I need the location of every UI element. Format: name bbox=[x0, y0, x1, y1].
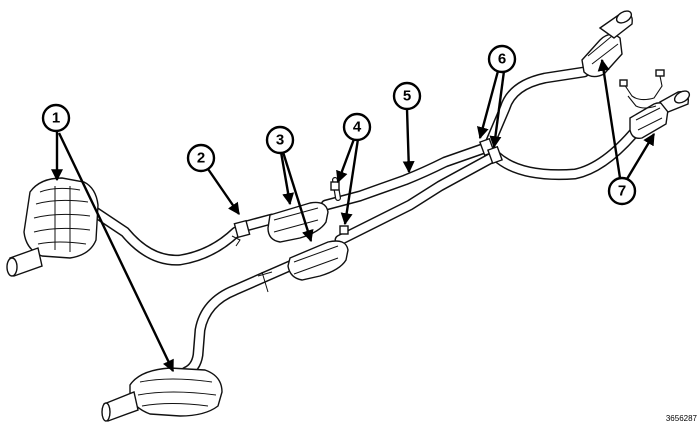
catalytic-converter-upper bbox=[581, 10, 633, 78]
callout-2: 2 bbox=[186, 143, 216, 173]
callout-6-label: 6 bbox=[498, 51, 506, 68]
resonator-lower bbox=[287, 240, 349, 281]
oxygen-sensor-wires bbox=[619, 69, 665, 109]
hangers bbox=[257, 181, 349, 293]
muffler-upper bbox=[6, 177, 99, 277]
leader-arrows bbox=[51, 58, 656, 373]
callout-4-label: 4 bbox=[353, 119, 362, 136]
callout-7-label: 7 bbox=[618, 183, 626, 200]
callout-7: 7 bbox=[607, 176, 637, 206]
pipe-network bbox=[89, 66, 644, 378]
callout-4: 4 bbox=[342, 112, 372, 142]
muffler-lower bbox=[101, 367, 223, 422]
callout-1-label: 1 bbox=[52, 110, 60, 127]
callout-3-label: 3 bbox=[276, 132, 284, 149]
callout-6: 6 bbox=[487, 44, 517, 74]
resonator-upper bbox=[267, 201, 329, 243]
catalytic-converter-lower bbox=[629, 90, 691, 140]
callout-5: 5 bbox=[392, 81, 422, 111]
callout-3: 3 bbox=[265, 125, 295, 155]
callout-1: 1 bbox=[41, 103, 71, 133]
clamp bbox=[231, 219, 251, 247]
figure-number: 3656287 bbox=[666, 414, 698, 423]
callout-5-label: 5 bbox=[403, 88, 411, 105]
callout-2-label: 2 bbox=[197, 150, 205, 167]
